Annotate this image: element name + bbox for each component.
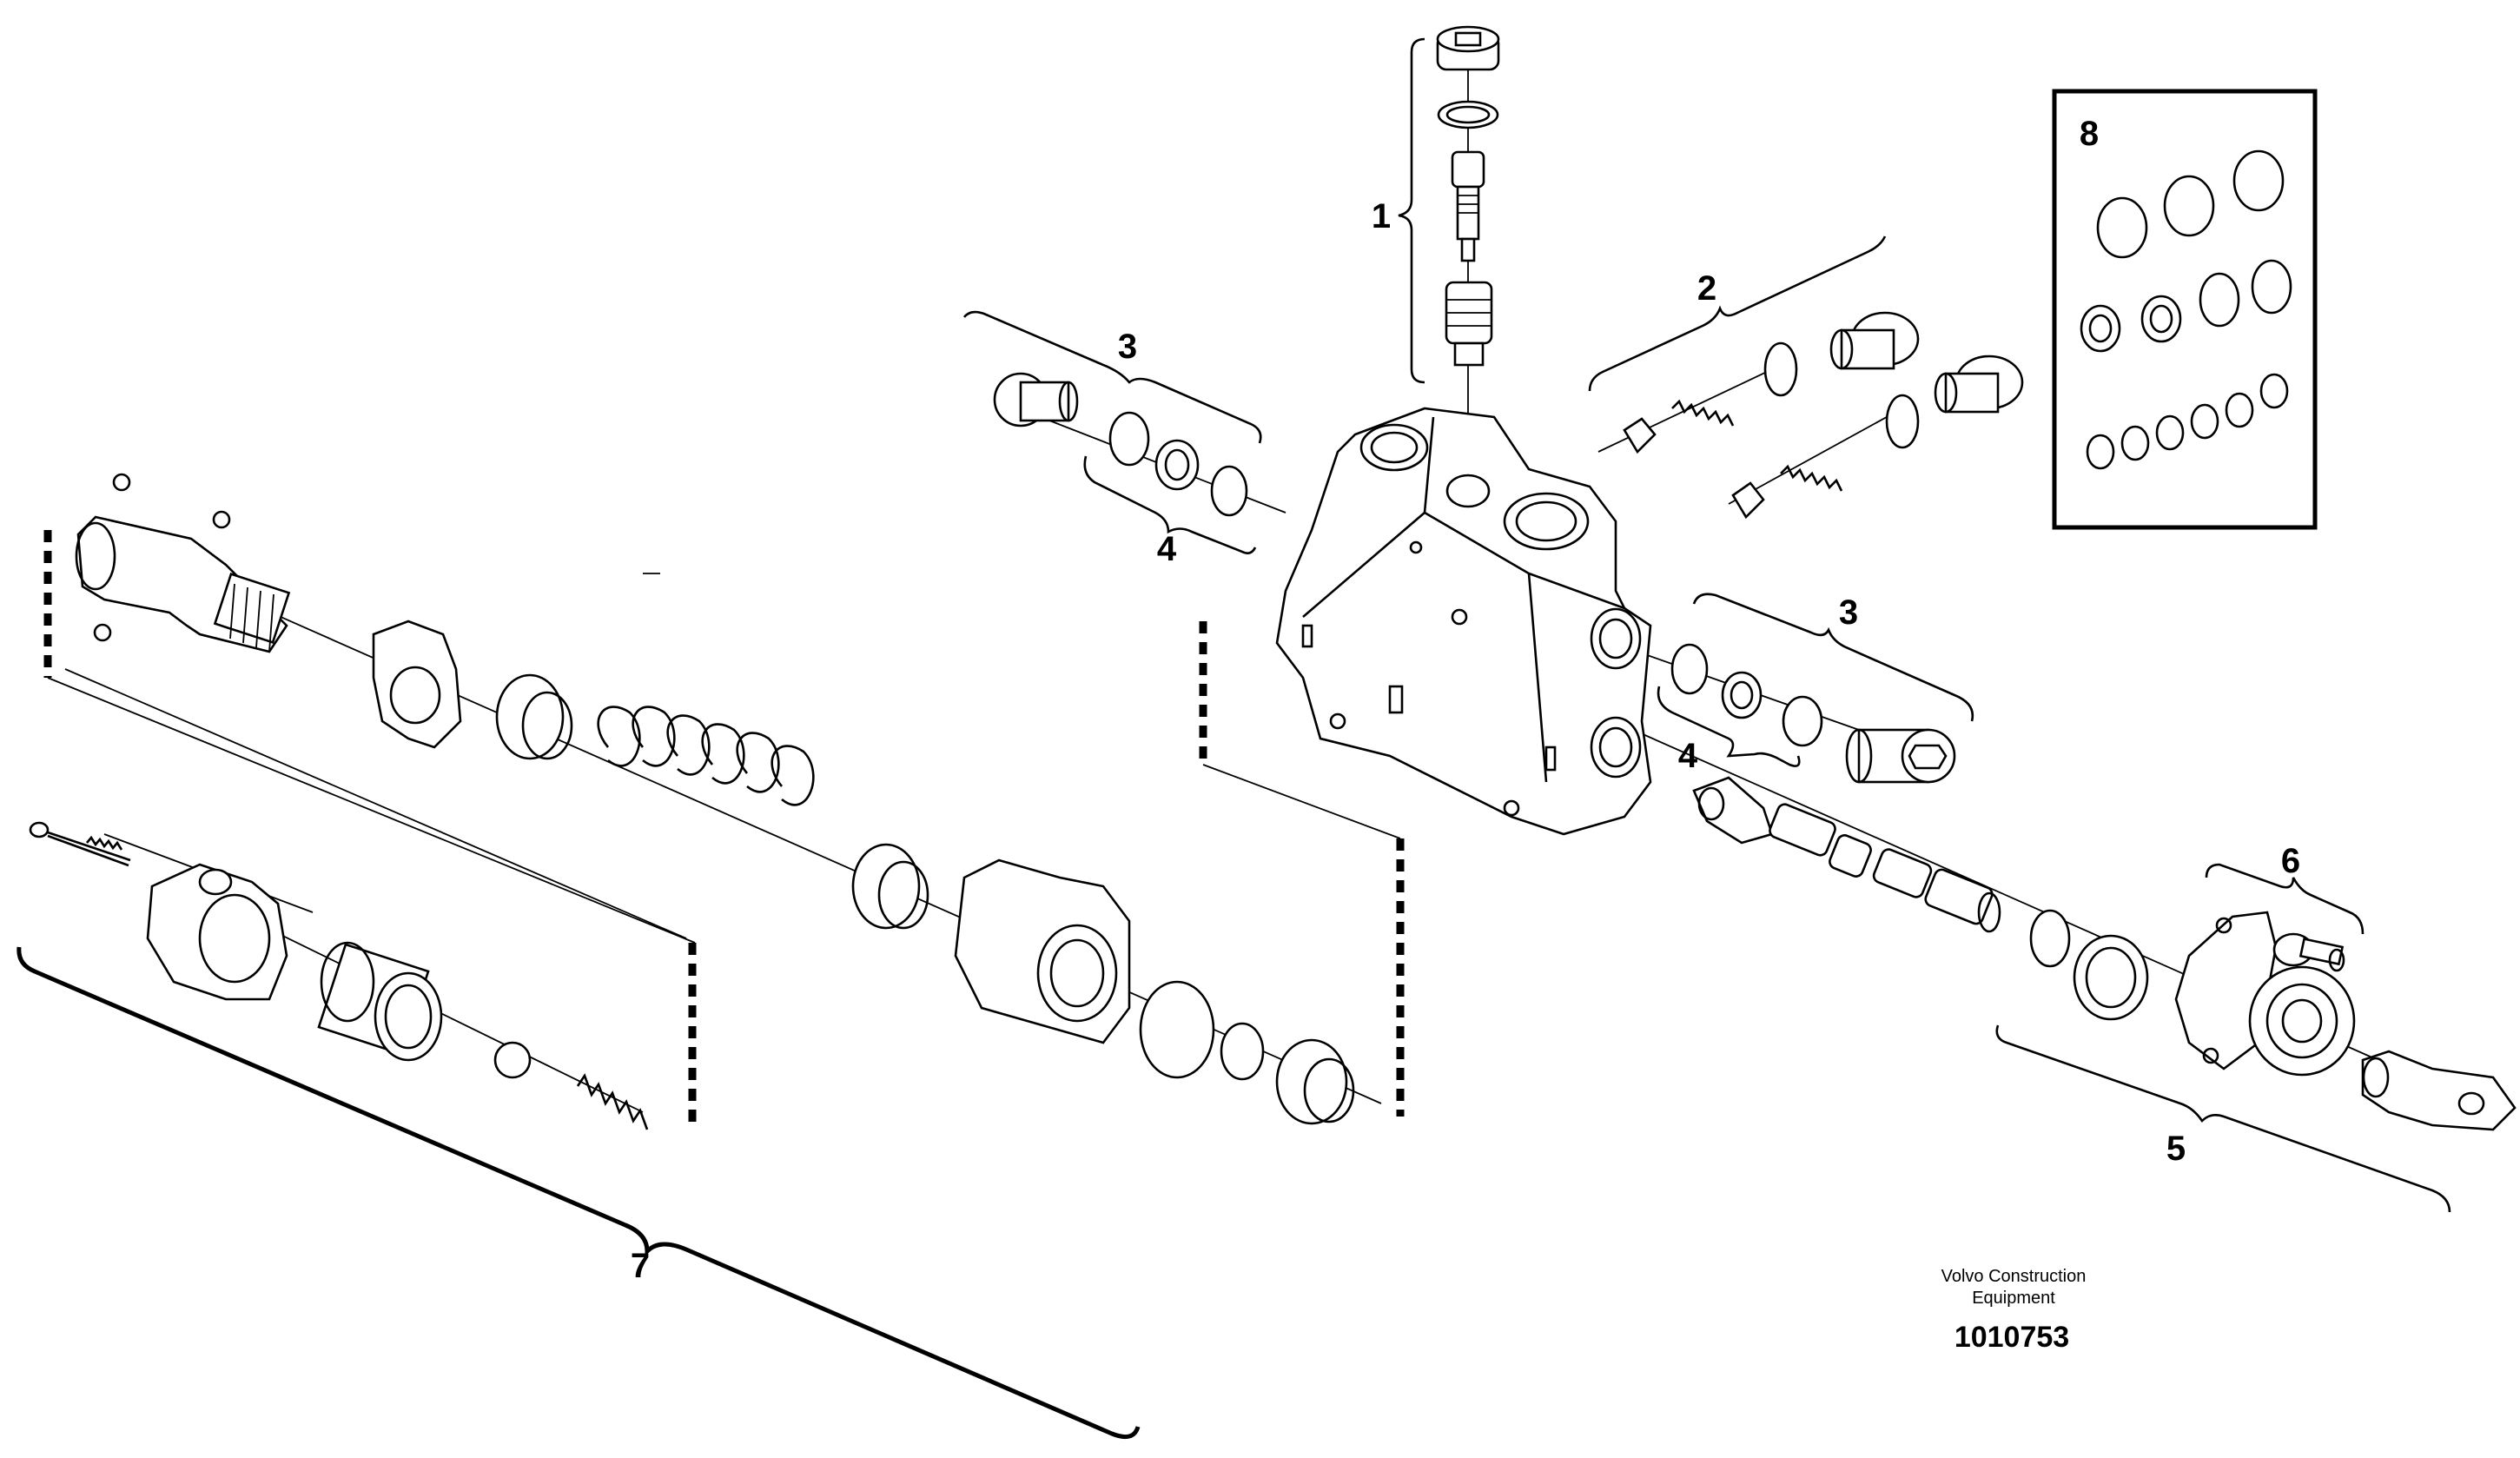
- relief-valve-cartridge: [1436, 25, 1500, 367]
- callout-3-right-bracket: 3: [1692, 593, 1974, 722]
- spring-section: [75, 473, 1355, 1125]
- callout-4-right-bracket: 4: [1657, 686, 1801, 775]
- callout-2: 2: [1697, 269, 1716, 308]
- callout-7: 7: [631, 1247, 650, 1285]
- callout-1-bracket: 1: [1372, 37, 1425, 384]
- caption-block: Volvo Construction Equipment 1010753: [1941, 1267, 2087, 1354]
- callout-8: 8: [2080, 115, 2099, 153]
- plug-and-seals-upper: [993, 372, 1248, 517]
- callout-3-upper-bracket: 3: [962, 310, 1262, 444]
- document-number: 1010753: [1954, 1321, 2069, 1354]
- seal-kit-box: 8: [2052, 89, 2318, 530]
- callout-5-bracket: 5: [1995, 1024, 2451, 1213]
- callout-1: 1: [1372, 197, 1391, 235]
- dashed-markers: [43, 530, 1405, 1130]
- callout-4-right: 4: [1678, 737, 1698, 775]
- caption-line-2: Equipment: [1972, 1289, 2055, 1308]
- callout-6: 6: [2281, 842, 2300, 880]
- callout-3-right: 3: [1839, 593, 1858, 632]
- end-cap-assembly: [2029, 909, 2517, 1131]
- plug-and-seals-right: [1670, 643, 1956, 784]
- callout-4-upper: 4: [1157, 530, 1177, 568]
- valve-body: [1275, 407, 1652, 836]
- callout-2-bracket: 2: [1588, 235, 1887, 392]
- caption-line-1: Volvo Construction: [1941, 1267, 2087, 1286]
- callout-6-bracket: 6: [2205, 842, 2365, 935]
- callout-3-upper: 3: [1118, 328, 1137, 366]
- valve-spool: [1692, 776, 2001, 933]
- detent-assembly: [29, 821, 649, 1130]
- callout-5: 5: [2166, 1130, 2186, 1168]
- callout-7-bracket: 7: [17, 946, 1141, 1440]
- callout-4-upper-bracket: 4: [1083, 455, 1257, 568]
- check-valve-assembly: [1623, 311, 2024, 520]
